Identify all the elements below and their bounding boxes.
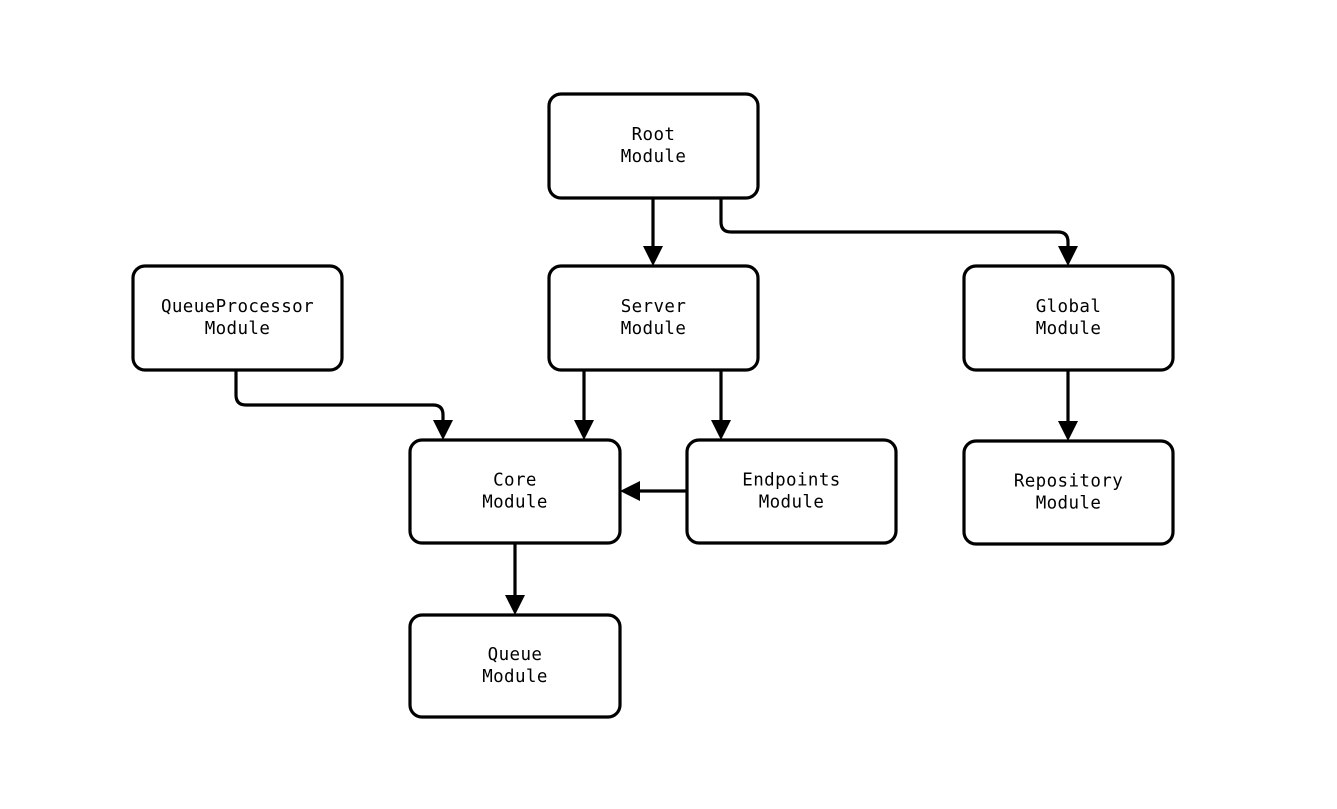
edge-line — [234, 370, 445, 426]
arrowhead-icon — [711, 420, 731, 440]
node-label-line1: Server — [621, 297, 687, 317]
node-label-line2: Module — [1036, 319, 1102, 339]
node-label-line1: Core — [493, 471, 537, 491]
node-box[interactable] — [408, 438, 622, 545]
arrowhead-icon — [1058, 421, 1078, 441]
node-label-line2: Module — [759, 493, 825, 513]
arrowhead-icon — [505, 595, 525, 615]
node-label-line2: Module — [482, 493, 548, 513]
edge-server-to-core — [574, 370, 594, 440]
arrowhead-icon — [643, 246, 663, 266]
edge-endpoints-to-core — [620, 481, 687, 501]
node-label-line2: Module — [621, 147, 687, 167]
node-box[interactable] — [685, 438, 898, 545]
node-label-line1: QueueProcessor — [161, 297, 314, 317]
node-label-line2: Module — [621, 319, 687, 339]
arrowhead-icon — [1058, 246, 1078, 266]
arrowhead-icon — [433, 420, 453, 440]
node-layer: RootModuleQueueProcessorModuleServerModu… — [131, 92, 1175, 719]
node-label-line1: Queue — [488, 645, 543, 665]
node-label-line1: Root — [632, 125, 676, 145]
node-box[interactable] — [962, 264, 1175, 372]
edge-core-to-queue — [505, 543, 525, 615]
node-label-line1: Global — [1036, 297, 1102, 317]
node-box[interactable] — [131, 264, 344, 372]
node-box[interactable] — [547, 92, 760, 200]
edge-line — [719, 198, 1070, 252]
node-box[interactable] — [547, 264, 760, 372]
edge-queueprocessor-to-core — [234, 370, 453, 440]
node-box[interactable] — [962, 439, 1175, 546]
edge-server-to-endpoints — [711, 370, 731, 440]
node-label-line2: Module — [482, 667, 548, 687]
node-label-line1: Repository — [1014, 472, 1123, 492]
arrowhead-icon — [620, 481, 640, 501]
edge-root-to-global — [719, 198, 1078, 266]
node-label-line2: Module — [1036, 494, 1102, 514]
edge-global-to-repository — [1058, 370, 1078, 441]
node-box[interactable] — [408, 613, 622, 719]
node-label-line1: Endpoints — [742, 471, 840, 491]
arrowhead-icon — [574, 420, 594, 440]
edge-layer — [234, 198, 1078, 615]
edge-root-to-server — [643, 198, 663, 266]
node-label-line2: Module — [205, 319, 271, 339]
